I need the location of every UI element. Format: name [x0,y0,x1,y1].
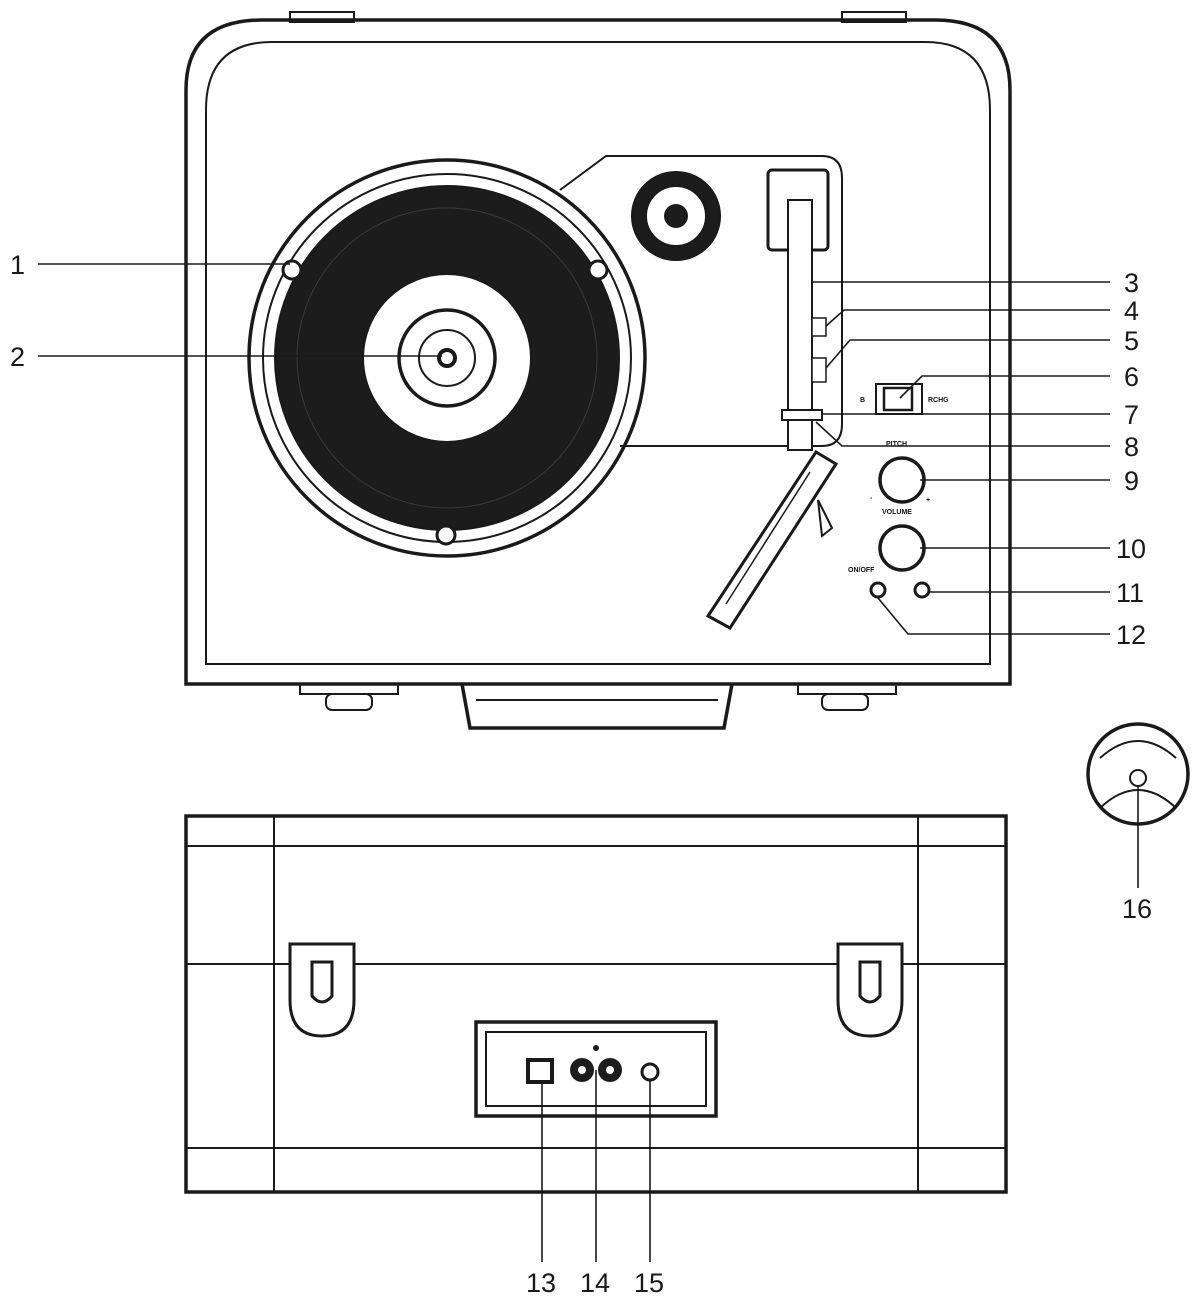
case-inner-outline [205,41,991,665]
speed-switch-label-left: B [860,397,865,404]
tonearm-head [705,449,839,630]
callout-10: 10 [1116,534,1146,564]
leader-8 [815,421,1110,447]
record-groove [296,207,598,509]
rca-right-pin [606,1066,614,1074]
callout-5: 5 [1124,326,1139,356]
callout-15: 15 [634,1268,664,1298]
callout-1: 1 [10,250,25,280]
adapter-45-core [664,204,688,228]
rca-dot [593,1045,599,1051]
latch-left-slot [310,960,334,1004]
leader-4 [825,309,1110,327]
adapter-hole [1129,769,1147,787]
platter-bump-bottom [435,524,457,546]
platter-rim [247,158,647,558]
leader-5 [825,339,1110,369]
speed-switch-label-right: RCHG [928,397,949,404]
headphone-jack-left [869,581,887,599]
latch-right-slot [858,960,882,1004]
callout-14: 14 [580,1268,610,1298]
spindle-ring-outer [397,308,497,408]
tonearm-marker-5 [811,357,827,383]
callout-9: 9 [1124,466,1139,496]
carry-handle [460,683,734,730]
hinge-tab-right [841,11,907,23]
leader-12 [877,597,1110,635]
top-view: B RCHG PITCH - + VOLUME ON/OFF [184,11,1012,730]
foot-right-post [821,693,869,711]
callout-8: 8 [1124,432,1139,462]
spindle-ring-inner [418,329,476,387]
callout-12: 12 [1116,620,1146,650]
callout-numbers: 1 2 3 4 5 6 7 8 9 10 11 12 13 14 15 16 [10,250,1152,1298]
dc-jack [640,1062,660,1082]
case-outline [184,18,1012,686]
tonearm-marker-4 [811,317,827,337]
volume-knob [878,524,926,572]
rca-left-pin [578,1066,586,1074]
adapter-top-cut [1099,740,1177,759]
platter-bump-left [281,259,303,281]
callout-4: 4 [1124,296,1139,326]
headphone-jack-right [913,581,931,599]
tonearm-rest [781,409,823,421]
callout-16: 16 [1122,894,1152,924]
callout-3: 3 [1124,268,1139,298]
tonearm-head-inner [725,471,811,605]
usb-port [526,1058,554,1084]
pitch-minus: - [870,495,873,502]
spindle [437,348,457,368]
tonearm-plate [559,155,843,447]
callout-6: 6 [1124,362,1139,392]
foot-left-post [325,693,373,711]
callout-7: 7 [1124,400,1139,430]
callout-13: 13 [526,1268,556,1298]
volume-label: VOLUME [882,509,912,516]
callout-2: 2 [10,342,25,372]
callout-11: 11 [1116,578,1144,608]
leader-6 [899,375,1110,399]
pitch-knob [878,456,926,504]
platter-bump-right [587,259,609,281]
on-off-label: ON/OFF [848,567,875,574]
pitch-plus: + [926,497,930,504]
pitch-label: PITCH [886,441,907,448]
tonearm-shaft [787,199,813,451]
hinge-tab-left [289,11,355,23]
back-view [184,814,1008,1194]
leader-lines [38,263,1139,1262]
cue-lever [817,499,834,538]
